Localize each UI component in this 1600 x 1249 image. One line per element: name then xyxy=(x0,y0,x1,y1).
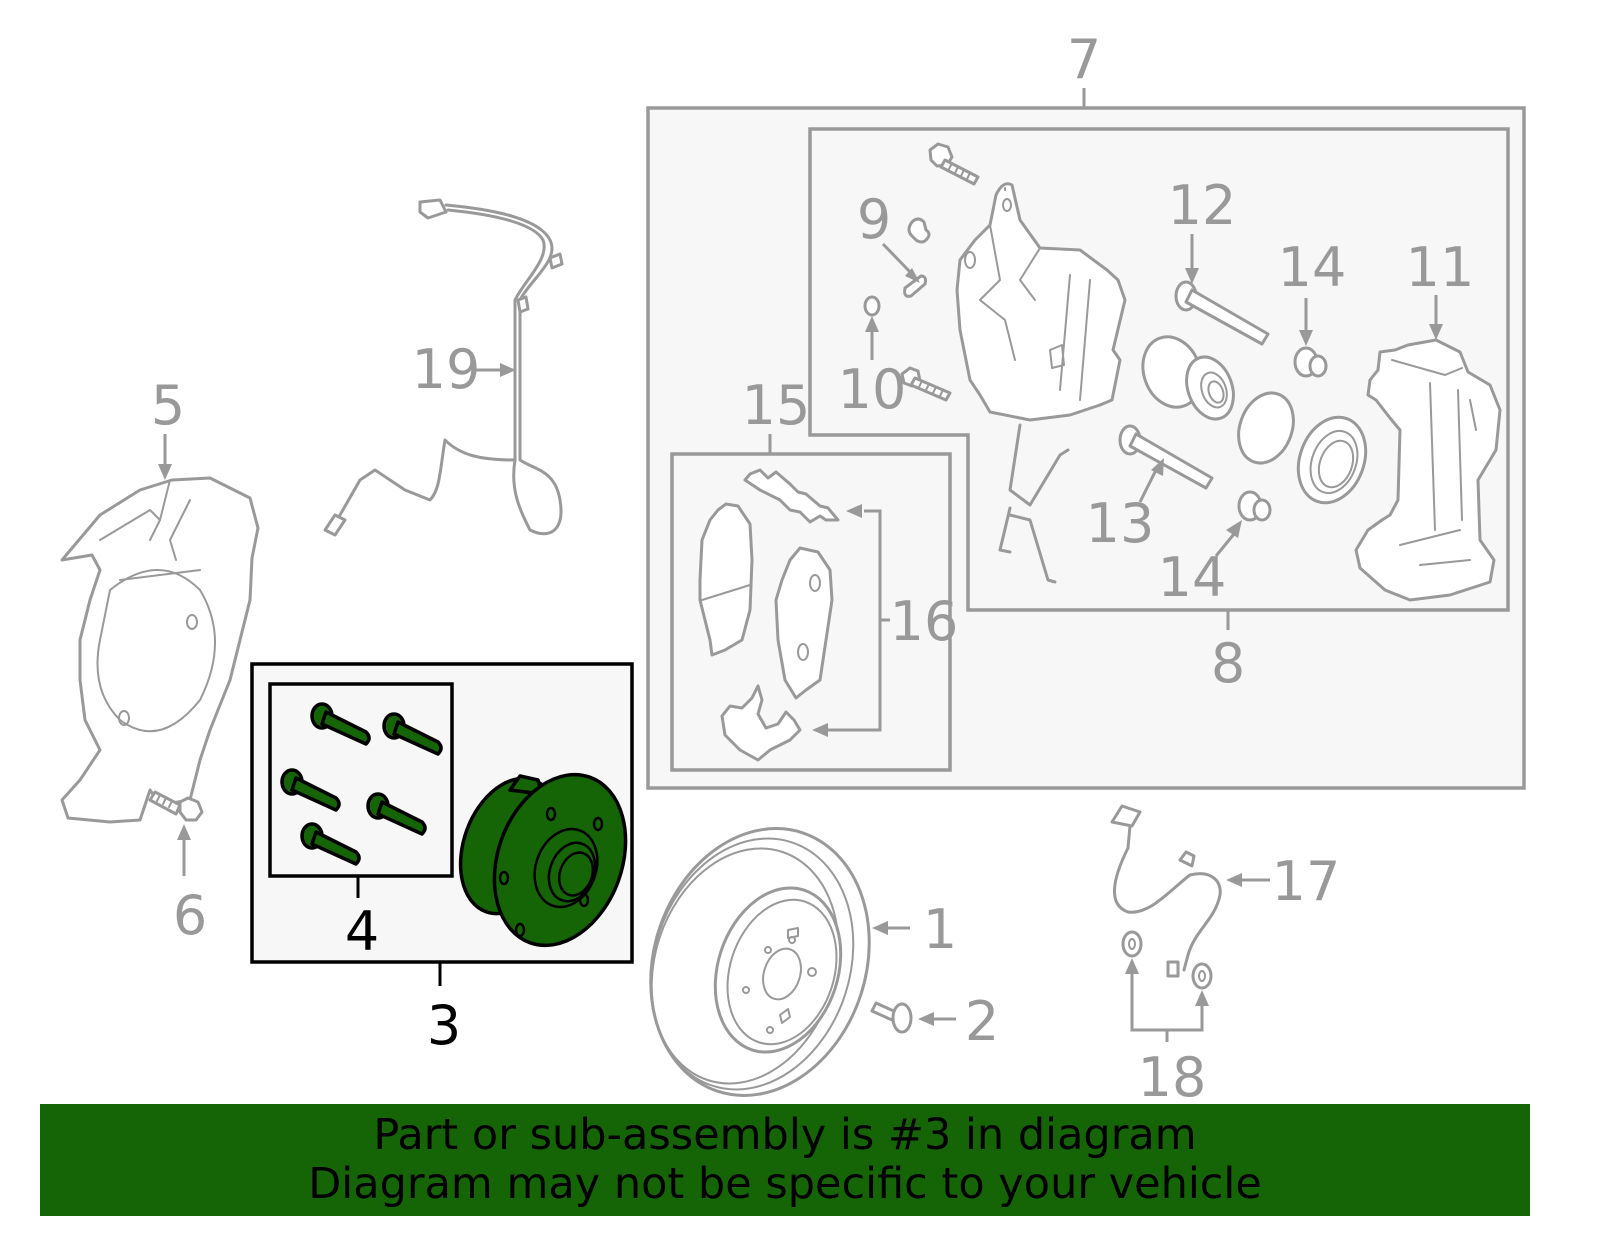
callout-2[interactable]: 2 xyxy=(965,990,999,1053)
pin-boot-14-lower xyxy=(1237,490,1272,522)
banner-line-disclaimer: Diagram may not be specific to your vehi… xyxy=(308,1159,1262,1209)
piston-seal xyxy=(1237,391,1295,465)
pad-clips-16 xyxy=(720,468,840,762)
callout-14-lower[interactable]: 14 xyxy=(1158,546,1227,609)
guide-pin-12 xyxy=(1174,280,1270,346)
bleeder-screw-9 xyxy=(903,217,931,298)
callout-3[interactable]: 3 xyxy=(427,994,461,1057)
caliper-assembly-group: 7 8 15 9 xyxy=(646,28,1526,790)
callout-13[interactable]: 13 xyxy=(1086,492,1155,555)
banner-line-part-info: Part or sub-assembly is #3 in diagram xyxy=(373,1110,1197,1160)
piston-boot xyxy=(1296,415,1368,505)
callout-5[interactable]: 5 xyxy=(151,374,185,437)
callout-19[interactable]: 19 xyxy=(412,338,481,401)
caliper-bracket-11 xyxy=(1354,338,1502,602)
pin-boot-14-top xyxy=(1293,346,1328,378)
callout-16[interactable]: 16 xyxy=(890,590,959,653)
washers-18 xyxy=(1121,930,1213,990)
callout-18[interactable]: 18 xyxy=(1138,1046,1207,1109)
anti-rattle-springs xyxy=(998,423,1070,584)
callout-1[interactable]: 1 xyxy=(923,898,957,961)
callout-9[interactable]: 9 xyxy=(857,188,891,251)
caliper-bolt-top xyxy=(928,142,980,186)
brake-hose-17 xyxy=(1110,804,1222,978)
brake-rotor-1 xyxy=(649,827,871,1097)
callout-11[interactable]: 11 xyxy=(1406,236,1475,299)
callout-6[interactable]: 6 xyxy=(173,884,207,947)
splash-shield-5 xyxy=(60,476,260,824)
hub-assembly-group: 3 4 xyxy=(250,662,649,1057)
callout-12[interactable]: 12 xyxy=(1168,174,1237,237)
brake-pads-15 xyxy=(698,502,834,700)
rotor-screw-2 xyxy=(870,1001,913,1034)
shield-bolt-6 xyxy=(148,790,204,822)
callout-15[interactable]: 15 xyxy=(742,374,811,437)
wheel-studs-4[interactable] xyxy=(280,702,443,866)
hub-bearing-3[interactable] xyxy=(443,756,649,964)
caliper-bolt-lower xyxy=(900,366,952,402)
bleeder-cap-10 xyxy=(863,295,881,317)
callout-14-top[interactable]: 14 xyxy=(1278,236,1347,299)
callout-17[interactable]: 17 xyxy=(1272,850,1341,913)
callout-4[interactable]: 4 xyxy=(345,900,379,963)
callout-10[interactable]: 10 xyxy=(838,358,907,421)
abs-sensor-19 xyxy=(323,198,564,537)
info-banner: Part or sub-assembly is #3 in diagram Di… xyxy=(40,1104,1530,1216)
callout-7[interactable]: 7 xyxy=(1067,28,1101,91)
caliper-body xyxy=(955,182,1127,422)
guide-pin-13 xyxy=(1118,424,1214,490)
callout-8[interactable]: 8 xyxy=(1211,632,1245,695)
caliper-piston xyxy=(1141,335,1235,421)
box-4 xyxy=(268,682,454,878)
